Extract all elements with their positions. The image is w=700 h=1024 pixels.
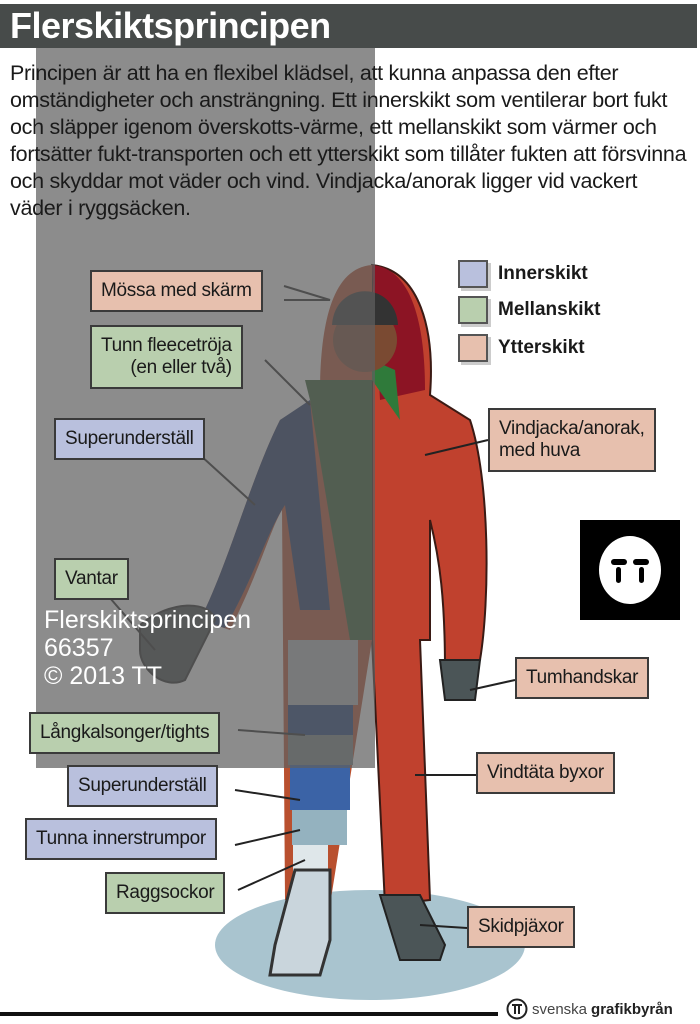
label-superunderstall-top: Superunderställ <box>54 418 205 460</box>
watermark-copyright: © 2013 TT <box>44 662 163 690</box>
legend-swatch <box>458 296 488 324</box>
footer-rule <box>0 1012 498 1016</box>
watermark-overlay <box>36 35 375 768</box>
label-line: med huva <box>499 440 581 461</box>
brand-word-1: svenska <box>532 1000 588 1018</box>
boot-left <box>268 868 332 977</box>
legend-label: Mellanskikt <box>498 299 601 320</box>
tt-logo-icon <box>580 520 680 620</box>
label-line: (en eller två) <box>130 357 232 378</box>
inner-sock <box>292 810 347 845</box>
page-title: Flerskiktsprincipen <box>10 5 331 46</box>
legend-label: Innerskikt <box>498 263 588 284</box>
label-mossa: Mössa med skärm <box>90 270 263 312</box>
neck <box>372 360 400 420</box>
legend-swatch <box>458 334 488 362</box>
watermark-id: 66357 <box>44 634 114 662</box>
label-byxor: Vindtäta byxor <box>476 752 615 794</box>
label-innerstrumpor: Tunna innerstrumpor <box>25 818 217 860</box>
label-vindjacka: Vindjacka/anorak,med huva <box>488 408 656 472</box>
jacket <box>371 263 488 907</box>
label-superunderstall-leg: Superunderställ <box>67 765 218 807</box>
shin <box>290 765 350 810</box>
label-langkalsonger: Långkalsonger/tights <box>29 712 221 754</box>
legend-innerskikt: Innerskikt <box>458 260 588 288</box>
label-pjaxor: Skidpjäxor <box>467 906 575 948</box>
brand-word-2: grafikbyrån <box>591 1000 673 1018</box>
mitten-right <box>438 659 482 701</box>
label-raggsockor: Raggsockor <box>105 872 226 914</box>
watermark-text: Flerskiktsprincipen 66357 © 2013 TT <box>44 606 251 690</box>
legend-ytterskikt: Ytterskikt <box>458 334 585 362</box>
legend-swatch <box>458 260 488 288</box>
intro-text: Principen är att ha en flexibel klädsel,… <box>10 61 687 220</box>
title-bar: Flerskiktsprincipen <box>0 4 697 48</box>
label-vantar: Vantar <box>54 558 129 600</box>
tt-circle-icon <box>506 998 528 1020</box>
label-tumhandskar: Tumhandskar <box>515 657 650 699</box>
label-fleece: Tunn fleecetröja(en eller två) <box>90 325 243 389</box>
boot-right <box>378 894 447 961</box>
watermark-title: Flerskiktsprincipen <box>44 606 252 634</box>
legend-mellanskikt: Mellanskikt <box>458 296 600 324</box>
legend-label: Ytterskikt <box>498 337 585 358</box>
label-line: Vindjacka/anorak, <box>499 418 645 439</box>
label-line: Tunn fleecetröja <box>101 335 232 356</box>
